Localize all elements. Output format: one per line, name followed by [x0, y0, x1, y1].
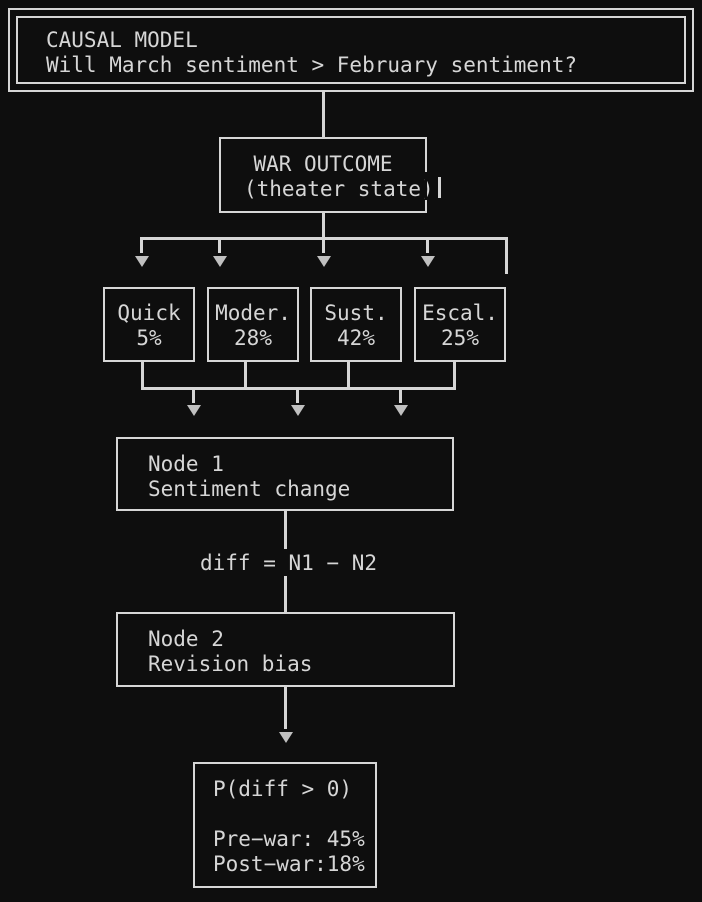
- node2-subtitle: Revision bias: [148, 652, 313, 676]
- arrow-down-icon: [135, 256, 149, 267]
- outcome-box-quick: Quick 5%: [103, 287, 195, 362]
- diagram-question: Will March sentiment > February sentimen…: [46, 53, 578, 77]
- war-outcome-title: WAR OUTCOME: [253, 152, 393, 176]
- edge-formula-to-node2: [284, 576, 287, 612]
- outcome-box-escalation: Escal. 25%: [414, 287, 506, 362]
- bus-low-stub-3: [399, 390, 402, 403]
- outcome-prob: 42%: [337, 326, 375, 350]
- edge-header-to-war: [322, 92, 325, 137]
- bus-low-stub-1: [192, 390, 195, 403]
- bus-low-riser-4: [453, 362, 456, 388]
- arrow-down-icon: [279, 732, 293, 743]
- arrow-down-icon: [291, 405, 305, 416]
- outcome-box-sustained: Sust. 42%: [310, 287, 402, 362]
- outcome-box-moderate: Moder. 28%: [207, 287, 299, 362]
- arrow-down-icon: [213, 256, 227, 267]
- formula-label: diff = N1 − N2: [200, 551, 378, 575]
- edge-node1-to-formula: [284, 511, 287, 549]
- outcome-label: Escal.: [422, 301, 498, 325]
- bus-low-riser-3: [347, 362, 350, 388]
- bus-low-riser-1: [141, 362, 144, 388]
- node1-title: Node 1: [148, 452, 224, 476]
- arrow-down-icon: [317, 256, 331, 267]
- edge-node2-to-result: [284, 687, 287, 729]
- bus-top-tick-3: [322, 240, 325, 253]
- bus-top-tick-1: [140, 240, 143, 253]
- war-outcome-node: WAR OUTCOME (theater state): [219, 137, 434, 213]
- bus-low-stub-2: [296, 390, 299, 403]
- arrow-down-icon: [421, 256, 435, 267]
- header-box: CAUSAL MODEL Will March sentiment > Febr…: [8, 8, 694, 92]
- outcome-prob: 28%: [234, 326, 272, 350]
- edge-war-to-bus: [322, 213, 325, 239]
- outcome-label: Sust.: [324, 301, 388, 325]
- bus-low-riser-2: [244, 362, 247, 388]
- outcome-prob: 5%: [136, 326, 162, 350]
- header-box-inner-border: [16, 16, 686, 84]
- terminal-cursor: [438, 177, 441, 198]
- bus-top-tick-2: [218, 240, 221, 253]
- result-box: P(diff > 0) Pre−war: 45% Post−war:18%: [193, 762, 377, 888]
- diagram-title: CAUSAL MODEL: [46, 28, 198, 52]
- bus-low-horizontal: [141, 387, 456, 390]
- result-pre-war: Pre−war: 45%: [213, 827, 365, 851]
- node2-box: Node 2 Revision bias: [116, 612, 455, 687]
- outcome-label: Moder.: [215, 301, 291, 325]
- node1-subtitle: Sentiment change: [148, 477, 351, 501]
- war-outcome-subtitle: (theater state): [244, 177, 434, 201]
- outcome-prob: 25%: [441, 326, 479, 350]
- bus-top-horizontal: [140, 237, 508, 240]
- node1-box: Node 1 Sentiment change: [116, 437, 454, 511]
- bus-top-tick-4: [426, 240, 429, 253]
- bus-top-right-elbow: [505, 240, 508, 274]
- border-gap: [425, 172, 427, 200]
- arrow-down-icon: [394, 405, 408, 416]
- result-post-war: Post−war:18%: [213, 852, 365, 876]
- node2-title: Node 2: [148, 627, 224, 651]
- arrow-down-icon: [187, 405, 201, 416]
- outcome-label: Quick: [117, 301, 181, 325]
- result-title: P(diff > 0): [213, 777, 353, 801]
